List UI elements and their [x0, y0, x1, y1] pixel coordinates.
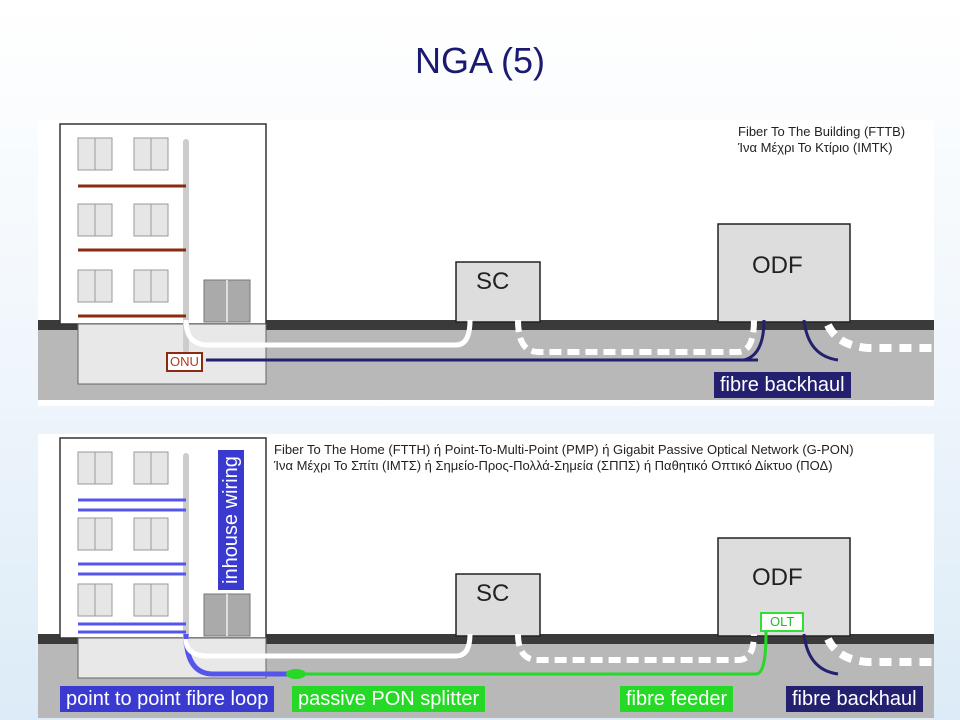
ftth-sc-label: SC [476, 580, 510, 607]
ftth-road-surface [38, 634, 934, 644]
fttb-caption-en: Fiber To The Building (FTTB) [738, 124, 906, 139]
fttb-onu-label: ONU [166, 352, 203, 372]
ftth-fibre-wiring [78, 498, 186, 634]
fttb-diagram: Fiber To The Building (FTTB) Ίνα Μέχρι Τ… [38, 120, 934, 406]
ftth-loop-tag: point to point fibre loop [60, 686, 275, 712]
ftth-caption: Fiber To The Home (FTTH) ή Point-To-Mult… [274, 442, 854, 474]
ftth-caption-gr: Ίνα Μέχρι Το Σπίτι (ΙΜΤΣ) ή Σημείο-Προς-… [274, 458, 833, 473]
fttb-windows [77, 137, 169, 303]
ftth-inhouse-tag: inhouse wiring [218, 450, 244, 590]
fttb-duct-right [824, 323, 934, 352]
ftth-odf-label: ODF [752, 564, 803, 591]
ftth-sc-box [455, 573, 541, 637]
ftth-olt-label: OLT [760, 612, 805, 632]
fttb-caption: Fiber To The Building (FTTB) Ίνα Μέχρι Τ… [738, 124, 905, 156]
ftth-duct-right [824, 637, 934, 666]
ftth-caption-en: Fiber To The Home (FTTH) ή Point-To-Mult… [274, 442, 854, 457]
ftth-splitter-marker [286, 669, 306, 679]
ftth-duct-middle [515, 633, 757, 663]
fttb-duct-left [183, 319, 473, 348]
ftth-diagram: Fiber To The Home (FTTH) ή Point-To-Mult… [38, 434, 934, 718]
fttb-backhaul-tag: fibre backhaul [714, 372, 851, 398]
fttb-odf-box [717, 223, 851, 323]
ftth-feeder-tag: fibre feeder [620, 686, 734, 712]
ftth-duct-left [183, 633, 473, 659]
fttb-road-surface [38, 320, 934, 330]
fttb-caption-gr: Ίνα Μέχρι Το Κτίριο (ΙΜΤΚ) [738, 140, 893, 155]
ftth-feeder-line [298, 630, 768, 676]
slide-title: NGA (5) [414, 40, 546, 81]
fttb-copper-wiring [78, 184, 186, 318]
fttb-sc-box [455, 261, 541, 323]
ftth-backhaul-tag: fibre backhaul [786, 686, 923, 712]
fttb-sc-label: SC [476, 268, 510, 295]
fttb-odf-label: ODF [752, 252, 803, 279]
ftth-splitter-tag: passive PON splitter [292, 686, 486, 712]
fttb-illustration [38, 123, 934, 400]
ftth-windows [77, 451, 169, 617]
